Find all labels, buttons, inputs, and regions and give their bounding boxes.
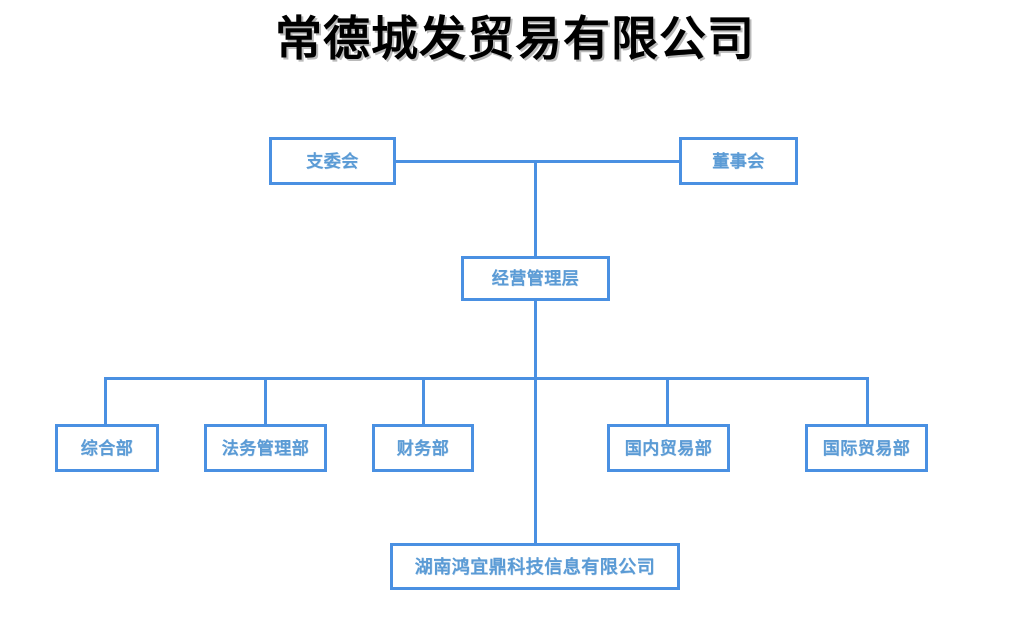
connector-center-to-management [534, 160, 537, 259]
node-department-legal-label: 法务管理部 [221, 438, 310, 458]
node-department-international-trade-label: 国际贸易部 [822, 438, 911, 458]
node-board-of-directors[interactable]: 董事会 [679, 137, 798, 185]
node-department-international-trade[interactable]: 国际贸易部 [805, 424, 928, 472]
connector-drop-legal-dept [264, 377, 267, 425]
node-department-general[interactable]: 综合部 [55, 424, 159, 472]
node-subsidiary-company-label: 湖南鸿宜鼎科技信息有限公司 [414, 556, 656, 577]
connector-drop-domestic-trade-dept [666, 377, 669, 425]
node-board-of-directors-label: 董事会 [712, 151, 765, 171]
node-department-legal[interactable]: 法务管理部 [204, 424, 327, 472]
node-management-label: 经营管理层 [491, 269, 580, 288]
page-title: 常德城发贸易有限公司 [275, 12, 755, 67]
connector-drop-general-dept [104, 377, 107, 425]
node-subsidiary-company[interactable]: 湖南鸿宜鼎科技信息有限公司 [390, 543, 680, 590]
connector-drop-international-trade-dept [866, 377, 869, 425]
connector-department-bus [104, 377, 869, 380]
node-department-domestic-trade-label: 国内贸易部 [624, 438, 713, 458]
connector-bus-to-subsidiary [534, 377, 537, 545]
node-management[interactable]: 经营管理层 [461, 256, 610, 301]
node-department-finance[interactable]: 财务部 [372, 424, 474, 472]
node-department-domestic-trade[interactable]: 国内贸易部 [607, 424, 730, 472]
node-party-committee[interactable]: 支委会 [269, 137, 396, 185]
node-party-committee-label: 支委会 [306, 151, 359, 171]
connector-party-to-center [396, 160, 679, 163]
node-department-general-label: 综合部 [80, 438, 134, 458]
node-department-finance-label: 财务部 [396, 438, 450, 458]
connector-management-to-bus [534, 298, 537, 380]
connector-drop-finance-dept [422, 377, 425, 425]
